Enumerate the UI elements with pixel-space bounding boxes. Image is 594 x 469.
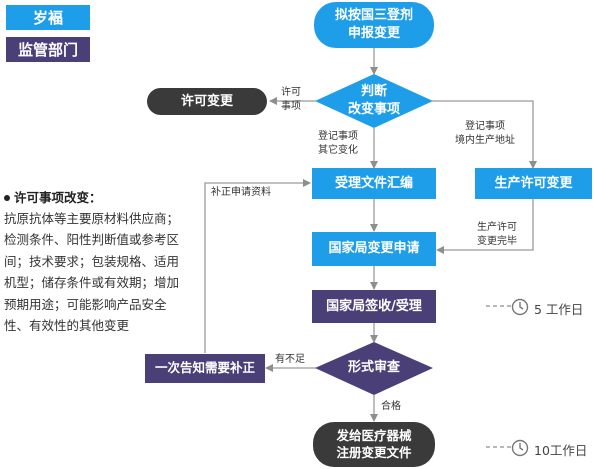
bullet-dot bbox=[4, 194, 10, 201]
label-insufficient: 有不足 bbox=[275, 354, 305, 365]
node-formal-review: 形式审查 bbox=[347, 360, 400, 376]
node-accept-docs: 受理文件汇编 bbox=[312, 168, 436, 199]
side-note-line: 间；技术要求；包装规格、适用 bbox=[4, 253, 180, 269]
label-reg-address: 登记事项 境内生产地址 bbox=[455, 121, 515, 146]
node-production-permit-change: 生产许可变更 bbox=[475, 168, 592, 199]
legend-tag-blue: 岁褔 bbox=[6, 5, 90, 30]
side-note-title: 许可事项改变： bbox=[4, 189, 204, 208]
node-permit-change: 许可变更 bbox=[147, 88, 267, 115]
side-note-line: 性、有效性的其他变更 bbox=[4, 318, 130, 334]
side-note-line: 抗原抗体等主要原材料供应商； bbox=[4, 210, 180, 226]
timer-ten-days: 10工作日 bbox=[534, 443, 588, 458]
node-bureau-sign: 国家局签收/受理 bbox=[312, 290, 436, 323]
node-issue: 发给医疗器械 注册变更文件 bbox=[313, 422, 435, 467]
node-start: 拟按国三登剂 申报变更 bbox=[314, 2, 434, 48]
side-note: 许可事项改变： 抗原抗体等主要原材料供应商； 检测条件、阳性判断值或参考区 间；… bbox=[4, 189, 204, 337]
node-judge: 判断 改变事项 bbox=[347, 84, 400, 117]
arrow-judge-to-production bbox=[432, 100, 537, 169]
label-qualified: 合格 bbox=[381, 401, 401, 412]
legend-tag-purple: 监管部门 bbox=[6, 37, 90, 62]
clock-icon-10 bbox=[511, 439, 529, 457]
node-bureau-apply: 国家局变更申请 bbox=[312, 232, 436, 266]
timer-five-days: 5 工作日 bbox=[534, 302, 584, 317]
label-supplement: 补正申请资料 bbox=[211, 187, 271, 198]
side-note-line: 检测条件、阳性判断值或参考区 bbox=[4, 232, 180, 248]
judge-diamond-shape bbox=[315, 74, 433, 128]
side-note-line: 预期用途；可能影响产品安全 bbox=[4, 296, 167, 312]
side-note-line: 机型；储存条件或有效期；增加 bbox=[4, 275, 180, 291]
label-prod-done: 生产许可 变更完毕 bbox=[477, 222, 517, 247]
review-diamond-shape bbox=[315, 342, 433, 395]
label-reg-other: 登记事项 其它变化 bbox=[318, 131, 358, 156]
node-one-notice: 一次告知需要补正 bbox=[145, 354, 265, 383]
arrow-notice-to-accept bbox=[204, 179, 311, 353]
arrow-production-to-apply bbox=[436, 199, 534, 254]
label-permit-items: 许可 事项 bbox=[281, 87, 301, 112]
clock-icon-5 bbox=[511, 298, 529, 316]
